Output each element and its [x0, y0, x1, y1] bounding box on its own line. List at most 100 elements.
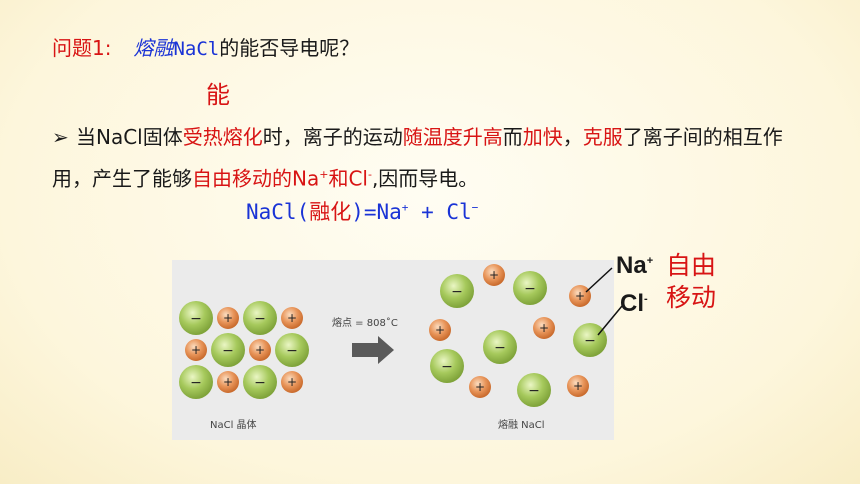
- question-rest: 的能否导电呢？: [219, 36, 360, 60]
- sodium-sphere: [185, 339, 207, 361]
- na-pointer-line: [585, 267, 613, 293]
- chloride-ion: −: [513, 271, 547, 305]
- chloride-sphere: [513, 271, 547, 305]
- minus-sign: −: [190, 375, 202, 391]
- sodium-sphere: [217, 371, 239, 393]
- sodium-sphere: [469, 376, 491, 398]
- minus-sign: −: [584, 333, 596, 349]
- chloride-ion: −: [243, 301, 277, 335]
- arrow-icon: [352, 336, 394, 364]
- question-label: 问题1:: [52, 36, 112, 60]
- chloride-ion: −: [179, 365, 213, 399]
- sodium-ion: +: [217, 307, 239, 329]
- chloride-ion: −: [573, 323, 607, 357]
- sodium-ion: +: [469, 376, 491, 398]
- minus-sign: −: [524, 281, 536, 297]
- nacl-melting-figure: −+−++−+−−+−+−+−++−+−−+−+ 熔点 = 808˚C NaCl…: [172, 260, 614, 440]
- plus-sign: +: [287, 311, 297, 325]
- para-seg: 时，离子的运动: [262, 125, 403, 149]
- para-seg: 而: [502, 125, 523, 149]
- explanation-paragraph: ➢当NaCl固体受热熔化时，离子的运动随温度升高而加快，克服了离子间的相互作用，…: [52, 118, 812, 198]
- chloride-sphere: [483, 330, 517, 364]
- para-seg-cl-sup: -: [367, 168, 372, 181]
- chloride-sphere: [573, 323, 607, 357]
- sodium-ion: +: [281, 307, 303, 329]
- chloride-ion: −: [211, 333, 245, 367]
- sodium-ion: +: [281, 371, 303, 393]
- answer-text: 能: [206, 81, 230, 109]
- free-move-label: 自由移动: [666, 251, 717, 312]
- sodium-ion: +: [533, 317, 555, 339]
- plus-sign: +: [573, 379, 583, 393]
- cl-text: Cl: [620, 290, 644, 317]
- para-seg-highlight: 受热熔化: [182, 125, 263, 149]
- minus-sign: −: [451, 284, 463, 300]
- eq-right1: )=Na: [351, 200, 402, 224]
- sodium-ion: +: [567, 375, 589, 397]
- question-melt: 熔融: [133, 36, 174, 60]
- sodium-ion: +: [185, 339, 207, 361]
- chloride-ion: −: [243, 365, 277, 399]
- na-ion-label: Na+: [616, 252, 653, 280]
- eq-mid: 融化: [309, 200, 352, 224]
- para-seg: ,因而导电。: [371, 166, 479, 191]
- plus-sign: +: [255, 343, 265, 357]
- para-seg-cl: Cl: [348, 166, 368, 191]
- chloride-sphere: [179, 365, 213, 399]
- chloride-ion: −: [179, 301, 213, 335]
- chloride-sphere: [243, 301, 277, 335]
- na-text: Na: [616, 252, 647, 279]
- sodium-sphere: [217, 307, 239, 329]
- question-line: 问题1: 熔融NaCl的能否导电呢？: [52, 32, 359, 61]
- plus-sign: +: [287, 375, 297, 389]
- minus-sign: −: [222, 343, 234, 359]
- para-seg: 了离子间的相互作用，产生了能够: [52, 125, 783, 191]
- plus-sign: +: [575, 289, 585, 303]
- cl-pointer-line: [597, 305, 623, 336]
- sodium-sphere: [281, 371, 303, 393]
- minus-sign: −: [528, 383, 540, 399]
- sodium-sphere: [429, 319, 451, 341]
- minus-sign: −: [494, 340, 506, 356]
- na-sup: +: [646, 255, 654, 267]
- chloride-ion: −: [440, 274, 474, 308]
- minus-sign: −: [254, 375, 266, 391]
- sodium-sphere: [249, 339, 271, 361]
- sodium-ion: +: [217, 371, 239, 393]
- chloride-ion: −: [275, 333, 309, 367]
- eq-sup2: −: [471, 201, 479, 214]
- eq-right2: + Cl: [408, 200, 472, 224]
- cl-ion-label: Cl-: [620, 290, 648, 318]
- cl-sup: -: [644, 293, 648, 305]
- sodium-ion: +: [249, 339, 271, 361]
- chloride-sphere: [275, 333, 309, 367]
- chloride-sphere: [243, 365, 277, 399]
- chloride-sphere: [179, 301, 213, 335]
- chloride-sphere: [430, 349, 464, 383]
- chloride-ion: −: [430, 349, 464, 383]
- melting-point-label: 熔点 = 808˚C: [332, 316, 398, 329]
- minus-sign: −: [441, 359, 453, 375]
- para-seg: 当NaCl固体: [76, 125, 183, 149]
- plus-sign: +: [191, 343, 201, 357]
- sodium-sphere: [483, 264, 505, 286]
- question-nacl: NaCl: [173, 38, 220, 60]
- para-seg-na-sup: +: [319, 168, 329, 181]
- crystal-caption: NaCl 晶体: [210, 419, 257, 431]
- plus-sign: +: [223, 311, 233, 325]
- para-seg-highlight: 克服: [582, 125, 623, 149]
- ion-diagram: −+−++−+−−+−+−+−++−+−−+−+ 熔点 = 808˚C NaCl…: [179, 264, 607, 431]
- sodium-ion: +: [429, 319, 451, 341]
- sodium-sphere: [567, 375, 589, 397]
- sodium-sphere: [533, 317, 555, 339]
- plus-sign: +: [539, 321, 549, 335]
- chloride-sphere: [211, 333, 245, 367]
- sodium-ion: +: [483, 264, 505, 286]
- minus-sign: −: [190, 311, 202, 327]
- ions-group: −+−++−+−−+−+−+−++−+−−+−+: [179, 264, 607, 407]
- ionization-equation: NaCl(融化)=Na+ + Cl−: [246, 196, 478, 226]
- bullet-icon: ➢: [52, 125, 69, 149]
- eq-sup1: +: [401, 201, 409, 214]
- para-seg: ，: [562, 125, 583, 149]
